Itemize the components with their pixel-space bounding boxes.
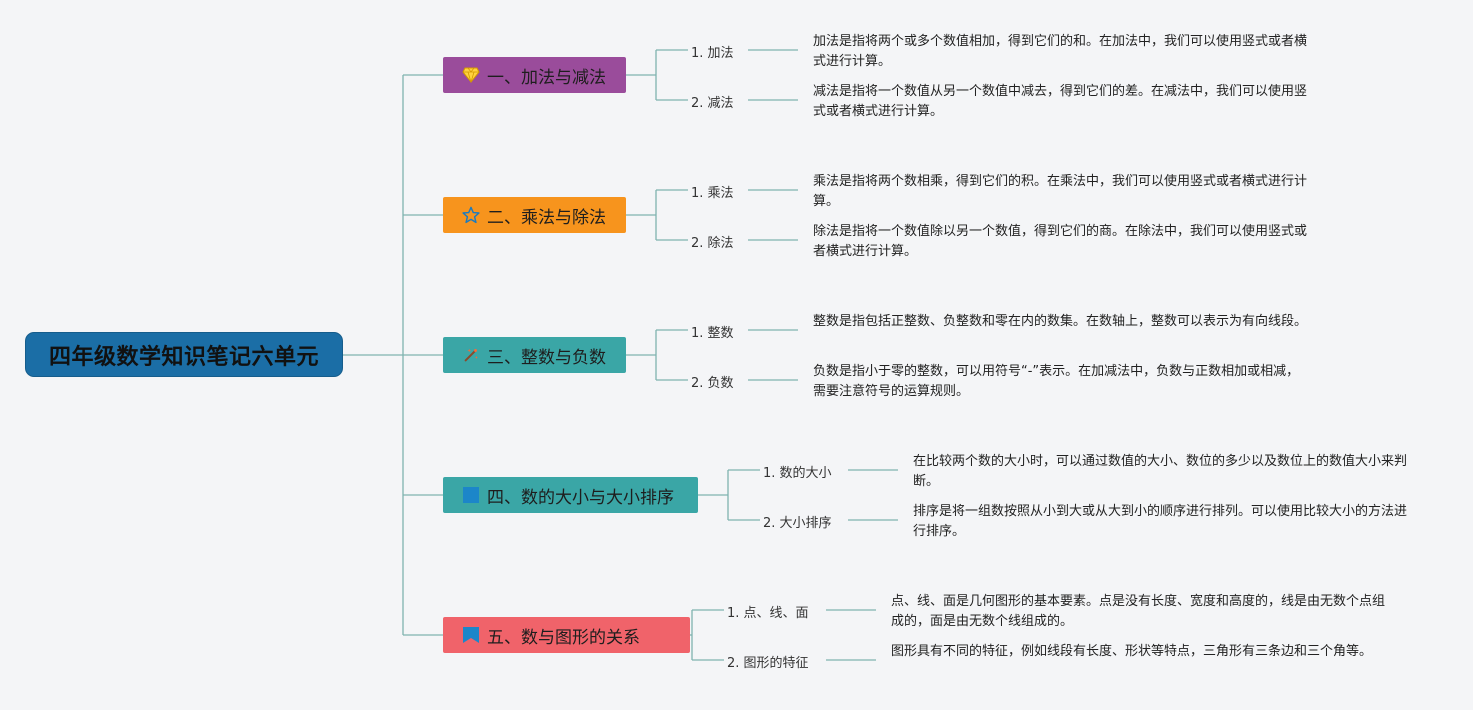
branch-number-size-sorting[interactable]: 四、数的大小与大小排序 [443, 477, 698, 513]
leaf-multiplication[interactable]: 1. 乘法 [691, 182, 734, 201]
branch-multiplication-division[interactable]: 二、乘法与除法 [443, 197, 626, 233]
note-negatives: 负数是指小于零的整数，可以用符号“-”表示。在加减法中，负数与正数相加或相减，需… [813, 364, 1300, 399]
note-addition: 加法是指将两个或多个数值相加，得到它们的和。在加法中，我们可以使用竖式或者横式进… [813, 34, 1308, 69]
note-number-size: 在比较两个数的大小时，可以通过数值的大小、数位的多少以及数位上的数值大小来判断。 [913, 454, 1408, 489]
note-division: 除法是指将一个数值除以另一个数值，得到它们的商。在除法中，我们可以使用竖式或者横… [813, 224, 1308, 259]
flag-icon [461, 625, 481, 645]
leaf-label: 2. 负数 [691, 376, 734, 391]
leaf-label: 1. 数的大小 [763, 466, 832, 481]
leaf-division[interactable]: 2. 除法 [691, 232, 734, 251]
leaf-shape-features[interactable]: 2. 图形的特征 [727, 652, 809, 671]
note-point-line-plane: 点、线、面是几何图形的基本要素。点是没有长度、宽度和高度的，线是由无数个点组成的… [891, 594, 1386, 629]
star-icon [461, 205, 481, 225]
leaf-negatives[interactable]: 2. 负数 [691, 372, 734, 391]
leaf-label: 1. 点、线、面 [727, 606, 809, 621]
branch-label: 五、数与图形的关系 [487, 627, 640, 648]
leaf-point-line-plane[interactable]: 1. 点、线、面 [727, 602, 809, 621]
leaf-number-size[interactable]: 1. 数的大小 [763, 462, 832, 481]
leaf-label: 1. 乘法 [691, 186, 734, 201]
branch-label: 一、加法与减法 [487, 67, 606, 88]
leaf-label: 2. 图形的特征 [727, 656, 809, 671]
leaf-label: 1. 整数 [691, 326, 734, 341]
branch-addition-subtraction[interactable]: 一、加法与减法 [443, 57, 626, 93]
branch-label: 三、整数与负数 [487, 347, 606, 368]
note-size-sorting: 排序是将一组数按照从小到大或从大到小的顺序进行排列。可以使用比较大小的方法进行排… [913, 504, 1408, 539]
root-topic-label: 四年级数学知识笔记六单元 [48, 344, 319, 370]
leaf-subtraction[interactable]: 2. 减法 [691, 92, 734, 111]
branch-label: 二、乘法与除法 [487, 207, 606, 228]
note-subtraction: 减法是指将一个数值从另一个数值中减去，得到它们的差。在减法中，我们可以使用竖式或… [813, 84, 1308, 119]
magic-wand-icon [461, 345, 481, 365]
branch-numbers-shapes[interactable]: 五、数与图形的关系 [443, 617, 690, 653]
note-shape-features: 图形具有不同的特征，例如线段有长度、形状等特点，三角形有三条边和三个角等。 [891, 644, 1373, 659]
root-topic[interactable]: 四年级数学知识笔记六单元 [25, 332, 343, 377]
note-integers: 整数是指包括正整数、负整数和零在内的数集。在数轴上，整数可以表示为有向线段。 [813, 314, 1308, 329]
leaf-label: 2. 除法 [691, 236, 734, 251]
leaf-label: 2. 大小排序 [763, 516, 832, 531]
leaf-size-sorting[interactable]: 2. 大小排序 [763, 512, 832, 531]
leaf-label: 1. 加法 [691, 46, 734, 61]
leaf-integers[interactable]: 1. 整数 [691, 322, 734, 341]
branch-integers-negatives[interactable]: 三、整数与负数 [443, 337, 626, 373]
diamond-icon [461, 65, 481, 85]
leaf-addition[interactable]: 1. 加法 [691, 42, 734, 61]
leaf-label: 2. 减法 [691, 96, 734, 111]
branch-label: 四、数的大小与大小排序 [487, 487, 674, 508]
note-multiplication: 乘法是指将两个数相乘，得到它们的积。在乘法中，我们可以使用竖式或者横式进行计算。 [813, 174, 1308, 209]
square-icon [461, 485, 481, 505]
